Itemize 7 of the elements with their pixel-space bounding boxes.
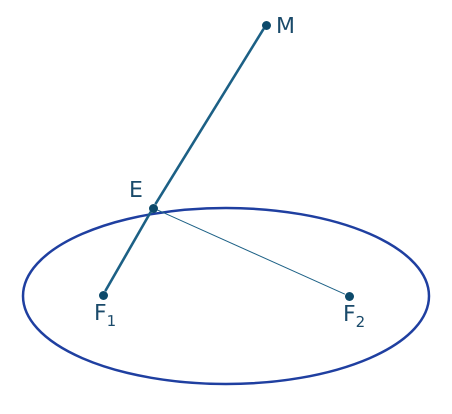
line-segment [104, 211, 152, 292]
point-label: M [276, 16, 295, 38]
point-label: F$_{2}$ [343, 304, 366, 330]
line-segment [156, 209, 346, 295]
line-segment [154, 28, 265, 205]
point-label: E [129, 180, 143, 202]
point-label: F$_{1}$ [94, 303, 116, 329]
